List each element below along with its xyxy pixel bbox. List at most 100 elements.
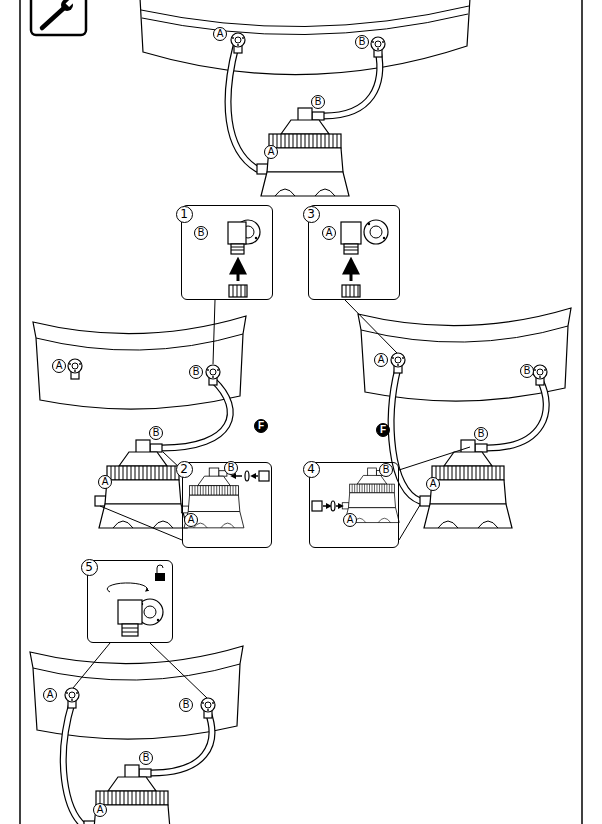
inset-detail — [233, 285, 245, 297]
part-letter: B — [311, 95, 325, 109]
part-letter: A — [184, 513, 198, 527]
inset-detail — [368, 223, 370, 225]
inset-detail — [259, 471, 269, 481]
hose — [162, 380, 230, 448]
inset-detail — [344, 247, 358, 250]
leader-line — [150, 643, 207, 698]
part-letter: A — [93, 803, 107, 817]
pool-valve — [206, 365, 220, 385]
leader-line — [345, 300, 397, 353]
inset-detail — [331, 501, 335, 511]
part-letter: A — [322, 226, 336, 240]
inset-detail — [323, 505, 330, 507]
inset-detail — [228, 222, 246, 244]
hose-marker: F — [254, 419, 268, 433]
pool-wall — [358, 308, 571, 401]
hose — [228, 46, 257, 169]
inset-detail — [118, 600, 142, 624]
leader-line — [100, 506, 182, 540]
pool-valve — [65, 688, 79, 708]
part-letter: B — [224, 461, 238, 475]
part-letter: B — [149, 426, 163, 440]
leader-line — [73, 643, 110, 688]
hose — [391, 368, 420, 501]
leader-line — [399, 447, 470, 470]
callout-number: 5 — [81, 559, 98, 576]
part-letter: B — [379, 463, 393, 477]
inset-detail — [231, 247, 244, 250]
hose — [162, 380, 230, 448]
inset-detail — [341, 220, 388, 297]
inset-box: 1B — [181, 205, 273, 300]
inset-detail — [232, 475, 242, 477]
callout-number: 3 — [303, 206, 320, 223]
part-letter: B — [139, 751, 153, 765]
filter-pump — [95, 440, 187, 528]
inset-detail — [122, 624, 138, 636]
tool-icon — [42, 8, 64, 28]
part-letter: A — [264, 145, 278, 159]
inset-detail — [341, 222, 361, 244]
pool-valve — [201, 698, 215, 718]
hose — [487, 380, 546, 448]
inset-detail — [229, 285, 247, 297]
inset-detail — [181, 468, 244, 528]
tool-icon — [31, 0, 86, 35]
part-letter: A — [374, 353, 388, 367]
pool-valve — [533, 365, 547, 385]
inset-box: 5 — [87, 560, 173, 643]
part-letter: A — [343, 513, 357, 527]
inset-detail — [228, 220, 260, 297]
inset-detail — [231, 244, 244, 254]
leader-line — [213, 300, 215, 364]
part-letter: B — [189, 365, 203, 379]
hose — [324, 50, 380, 116]
inset-detail — [144, 606, 156, 618]
hose — [228, 46, 257, 169]
inset-detail — [122, 628, 138, 632]
pool-wall — [142, 14, 468, 35]
pool-valve — [371, 37, 385, 57]
inset-detail — [255, 237, 257, 239]
pool-wall — [140, 0, 470, 75]
page-frame — [581, 0, 583, 824]
part-letter: A — [52, 359, 66, 373]
leader-line — [399, 505, 420, 540]
part-letter: A — [426, 477, 440, 491]
inset-detail — [155, 573, 165, 581]
pool-wall — [358, 308, 571, 401]
inset-detail — [107, 583, 147, 592]
page-frame — [20, 0, 582, 824]
inset-detail — [342, 285, 360, 297]
inset-detail — [237, 262, 240, 281]
filter-pump — [84, 765, 176, 824]
filter-pump — [420, 440, 512, 528]
hose-marker: F — [376, 423, 390, 437]
part-letter: A — [98, 475, 112, 489]
pool-wall — [33, 664, 240, 680]
part-letter: B — [179, 698, 193, 712]
pool-valve — [391, 353, 405, 373]
hose — [324, 50, 380, 116]
hose — [391, 368, 420, 501]
inset-box: 2BA — [182, 462, 272, 548]
inset-detail — [181, 468, 269, 528]
part-letter: B — [474, 427, 488, 441]
pool-valve — [68, 359, 82, 379]
pool-wall — [361, 326, 568, 342]
tool-icon — [31, 0, 86, 35]
part-letter: B — [194, 226, 208, 240]
inset-detail — [252, 475, 258, 477]
callout-number: 1 — [176, 206, 193, 223]
hose — [487, 380, 546, 448]
inset-detail — [364, 220, 388, 244]
inset-detail — [157, 619, 159, 621]
tool-icon — [66, 0, 74, 7]
callout-number: 2 — [176, 461, 193, 478]
filter-pump — [257, 108, 349, 196]
inset-detail — [336, 505, 342, 507]
pool-wall — [36, 334, 243, 350]
